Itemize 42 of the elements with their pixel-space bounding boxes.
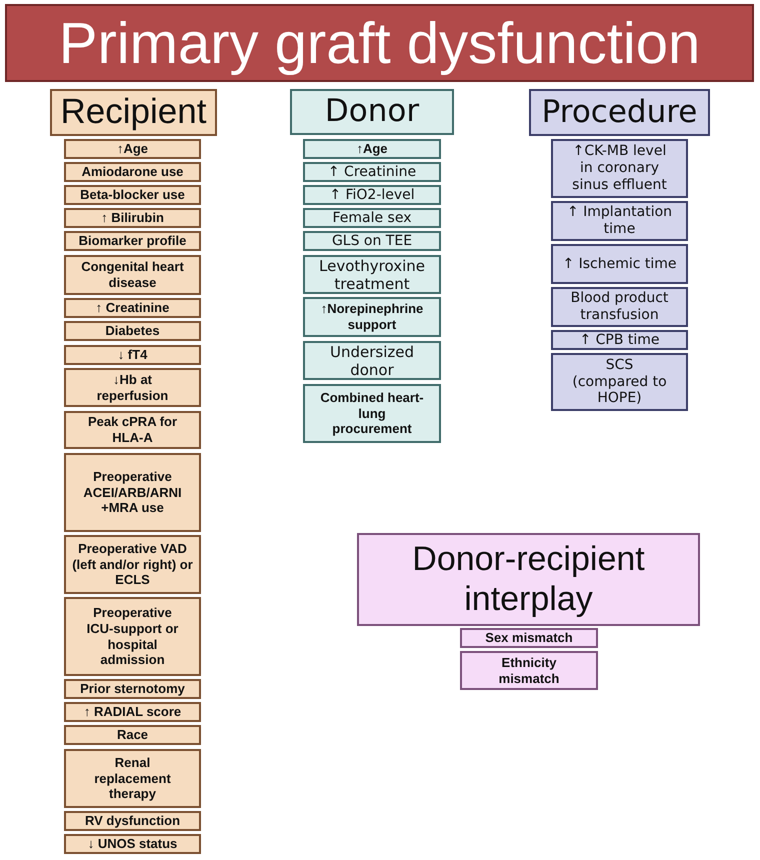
risk-factor-box: ↓Hb at reperfusion [64,368,201,407]
risk-factor-box: SCS (compared to HOPE) [551,353,688,411]
risk-factor-box: Blood product transfusion [551,287,688,327]
risk-factor-box: ↑ FiO2-level [303,185,441,205]
risk-factor-box: Combined heart-lung procurement [303,384,441,443]
category-header: Donor [290,89,454,135]
risk-factor-box: ↑Age [303,139,441,159]
risk-factor-box: Amiodarone use [64,162,201,182]
risk-factor-box: Ethnicity mismatch [460,651,598,690]
risk-factor-box: ↑CK-MB level in coronary sinus effluent [551,139,688,198]
risk-factor-box: Sex mismatch [460,628,598,648]
category-header: Donor-recipient interplay [357,533,700,626]
risk-factor-box: Biomarker profile [64,231,201,251]
risk-factor-box: ↑ RADIAL score [64,702,201,722]
risk-factor-box: Renal replacement therapy [64,749,201,808]
risk-factor-box: ↑Norepinephrine support [303,297,441,337]
risk-factor-box: ↑ Implantation time [551,201,688,241]
risk-factor-box: Female sex [303,208,441,228]
risk-factor-box: ↑Age [64,139,201,159]
risk-factor-box: Preoperative ICU-support or hospital admission [64,597,201,676]
risk-factor-box: ↓ UNOS status [64,834,201,854]
risk-factor-box: ↓ fT4 [64,345,201,365]
risk-factor-box: Levothyroxine treatment [303,255,441,294]
risk-factor-box: Diabetes [64,321,201,341]
risk-factor-box: Beta-blocker use [64,185,201,205]
risk-factor-box: ↑ Bilirubin [64,208,201,228]
risk-factor-box: Peak cPRA for HLA-A [64,411,201,449]
risk-factor-box: ↑ CPB time [551,330,688,350]
risk-factor-box: Preoperative VAD (left and/or right) or ECLS [64,535,201,594]
risk-factor-box: Undersized donor [303,341,441,380]
risk-factor-box: ↑ Creatinine [64,298,201,318]
title-banner: Primary graft dysfunction [5,4,754,82]
risk-factor-box: ↑ Ischemic time [551,244,688,284]
risk-factor-box: Race [64,725,201,745]
risk-factor-box: Congenital heart disease [64,255,201,295]
risk-factor-box: RV dysfunction [64,811,201,831]
category-header: Recipient [50,89,217,136]
risk-factor-box: Preoperative ACEI/ARB/ARNI +MRA use [64,453,201,532]
risk-factor-box: GLS on TEE [303,231,441,251]
risk-factor-box: Prior sternotomy [64,679,201,699]
risk-factor-box: ↑ Creatinine [303,162,441,182]
category-header: Procedure [529,89,710,136]
